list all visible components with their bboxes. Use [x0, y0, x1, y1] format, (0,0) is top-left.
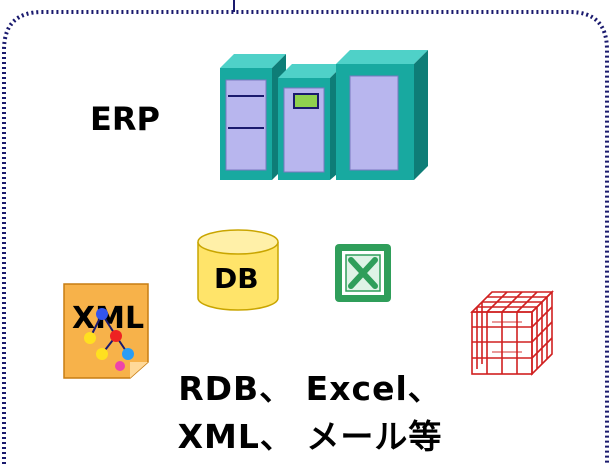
caption-line-2: XML、 メール等 [177, 417, 443, 456]
caption-line-1: RDB、 Excel、 [178, 369, 442, 408]
svg-text:XML: XML [72, 301, 144, 336]
erp-label: ERP [90, 100, 160, 138]
server-icon [220, 50, 428, 180]
xml-file-icon: XML [63, 283, 149, 379]
olap-cube-icon [470, 290, 554, 376]
database-label: DB [214, 262, 259, 295]
connector-line [233, 0, 235, 12]
excel-icon [335, 244, 391, 302]
database-icon [197, 229, 279, 311]
